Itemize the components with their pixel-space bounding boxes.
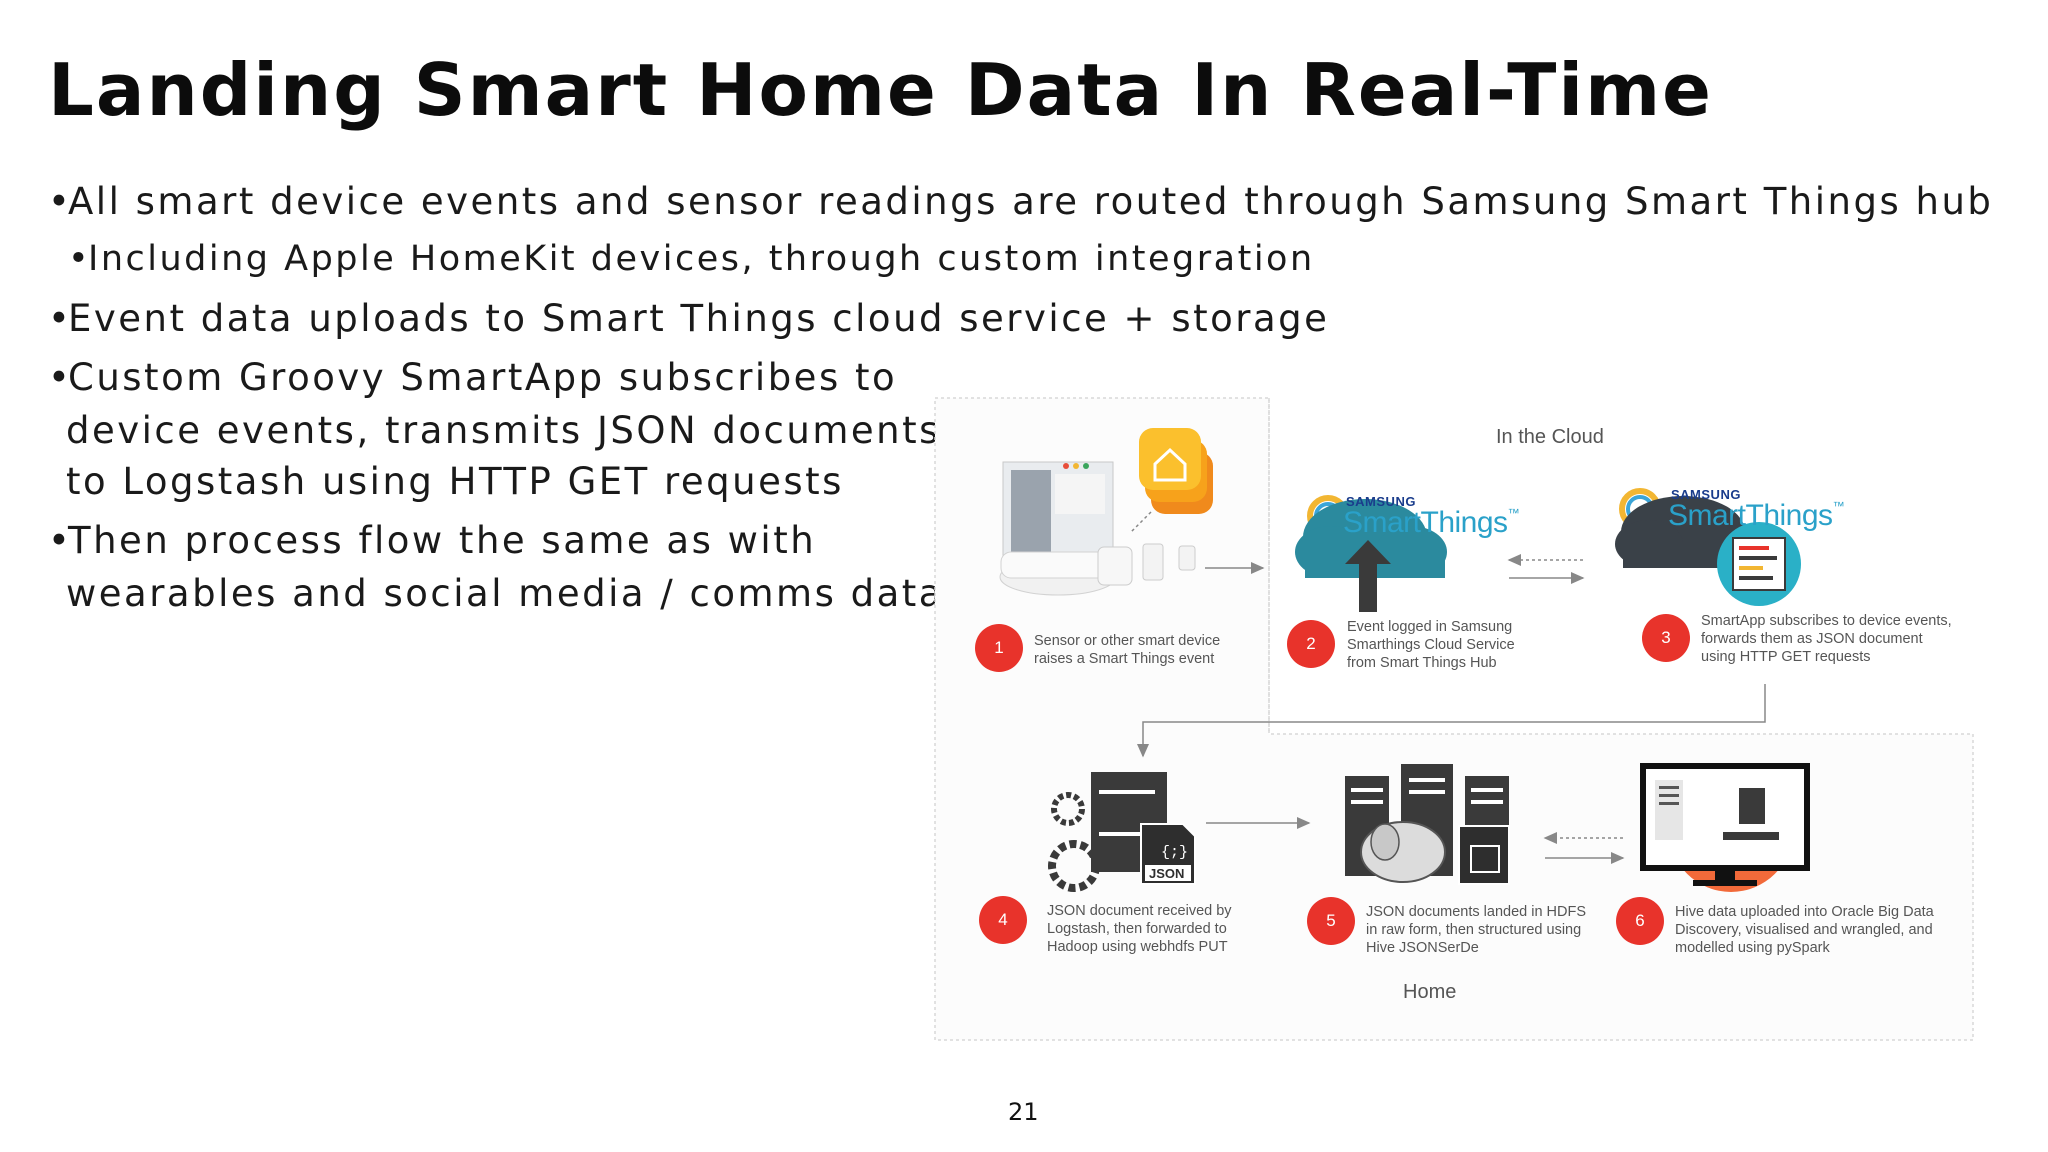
hadoop-hdfs-servers-icon [1345,764,1510,885]
json-icon-label: JSON [1149,866,1184,881]
bullet-item: •Custom Groovy SmartApp subscribes to [48,352,897,403]
step-description: SmartApp subscribes to device events,for… [1701,613,1952,665]
smartthings-hub-kit-icon [999,461,1196,596]
smartthings-smartapp-icon [1615,488,1801,606]
bullet-text: Including Apple HomeKit devices, through… [88,239,1315,279]
step-number-badge: 5 [1307,897,1355,945]
bullet-marker: • [48,356,73,399]
smartthings-wordmark: SmartThings [1343,506,1508,539]
sub-bullet-item: •Including Apple HomeKit devices, throug… [68,234,1315,285]
step-number-badge: 6 [1616,897,1664,945]
smartthings-logo-text: SmartThings™ [1668,499,1845,533]
bullet-marker: • [48,519,73,562]
page-number: 21 [1008,1098,1039,1126]
step-number-badge: 3 [1642,614,1690,662]
bullet-item: •Event data uploads to Smart Things clou… [48,293,1329,344]
smartthings-cloud-upload-icon [1295,495,1447,612]
bullet-text: Event data uploads to Smart Things cloud… [68,297,1330,340]
bullet-text: All smart device events and sensor readi… [68,180,1994,223]
samsung-logo-text: SAMSUNG [1671,487,1741,502]
bullet-item: •Then process flow the same as with [48,515,816,566]
bullet-continuation: to Logstash using HTTP GET requests [66,460,844,503]
samsung-logo-text: SAMSUNG [1346,494,1416,509]
slide-title: Landing Smart Home Data In Real-Time [48,48,1713,132]
smartthings-logo-text: SmartThings™ [1343,506,1520,540]
bullet-item: •All smart device events and sensor read… [48,176,1993,227]
bullet-text: Then process flow the same as with [68,519,817,562]
bullet-continuation: wearables and social media / comms data [66,572,944,615]
step-number-badge: 1 [975,624,1023,672]
smartthings-wordmark: SmartThings [1668,499,1833,532]
zone-label-home: Home [1403,981,1457,1003]
bullet-marker: • [48,297,73,340]
bullet-text: Custom Groovy SmartApp subscribes to [68,356,898,399]
bullet-marker: • [68,239,92,279]
json-icon-braces: {;} [1161,844,1188,861]
trademark-mark: ™ [1507,506,1520,520]
bullet-marker: • [48,180,73,223]
oracle-big-data-discovery-monitor-icon [1640,763,1810,892]
step-number-badge: 4 [979,896,1027,944]
step-number-badge: 2 [1287,620,1335,668]
zone-label-cloud: In the Cloud [1496,426,1604,448]
apple-homekit-icon [1139,428,1213,514]
diagram-graphics: {;} JSON [934,397,1974,1041]
process-flow-diagram: {;} JSON In [933,392,2048,1042]
bullet-continuation: device events, transmits JSON documents [66,409,941,452]
trademark-mark: ™ [1832,499,1845,513]
